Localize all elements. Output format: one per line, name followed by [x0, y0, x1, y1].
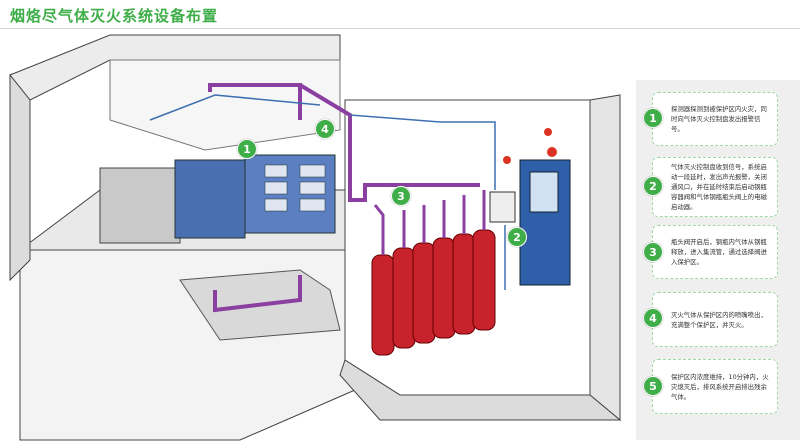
equipment-cabinet	[174, 159, 246, 239]
right-wall	[589, 94, 621, 422]
control-panel	[489, 191, 516, 223]
ceiling-panel	[109, 59, 341, 151]
left-wall	[9, 73, 31, 282]
diagram-marker-2: 2	[507, 227, 527, 247]
step-card-1: 探测器探测到被保护区内火灾，同时向气体灭火控制盘发出报警信号。	[652, 92, 778, 146]
step-text: 气体灭火控制盘收到信号，系统启动一段延时，发出声光报警，关闭通风口，并在延时结束…	[671, 163, 767, 211]
door-window	[529, 171, 559, 213]
room-floor-edge	[339, 359, 622, 421]
system-diagram	[9, 34, 622, 441]
step-card-4: 灭火气体从保护区内的喷嘴喷出，充满整个保护区，并灭火。	[652, 292, 778, 347]
step-text: 保护区内浓度维持，10分钟内，火灾熄灭后，排风系统开启排出残余气体。	[671, 372, 769, 401]
step-number-1: 1	[643, 108, 663, 128]
diagram-marker-3: 3	[391, 186, 411, 206]
diagram-marker-1: 1	[237, 139, 257, 159]
diagram-marker-4: 4	[315, 119, 335, 139]
step-card-2: 气体灭火控制盘收到信号，系统启动一段延时，发出声光报警，关闭通风口，并在延时结束…	[652, 157, 778, 217]
step-card-3: 瓶头阀开启后，钢瓶内气体从钢瓶释放，进入集流管，通过选择阀进入保护区。	[652, 225, 778, 279]
alarm-light	[544, 128, 552, 136]
gas-cylinders	[371, 229, 496, 356]
manual-release	[503, 156, 511, 164]
page-title: 烟烙尽气体灭火系统设备布置	[10, 7, 219, 25]
step-number-4: 4	[643, 308, 663, 328]
alarm-bell	[547, 147, 557, 157]
title-divider	[0, 28, 800, 29]
step-number-5: 5	[643, 376, 663, 396]
server-unit	[99, 167, 181, 244]
step-text: 探测器探测到被保护区内火灾，同时向气体灭火控制盘发出报警信号。	[671, 105, 767, 133]
step-text: 灭火气体从保护区内的喷嘴喷出，充满整个保护区，并灭火。	[671, 310, 767, 329]
detector-wiring	[149, 94, 506, 290]
step-number-3: 3	[643, 242, 663, 262]
step-card-5: 保护区内浓度维持，10分钟内，火灾熄灭后，排风系统开启排出残余气体。	[652, 359, 778, 414]
step-number-2: 2	[643, 176, 663, 196]
step-text: 瓶头阀开启后，钢瓶内气体从钢瓶释放，进入集流管，通过选择阀进入保护区。	[671, 238, 767, 266]
